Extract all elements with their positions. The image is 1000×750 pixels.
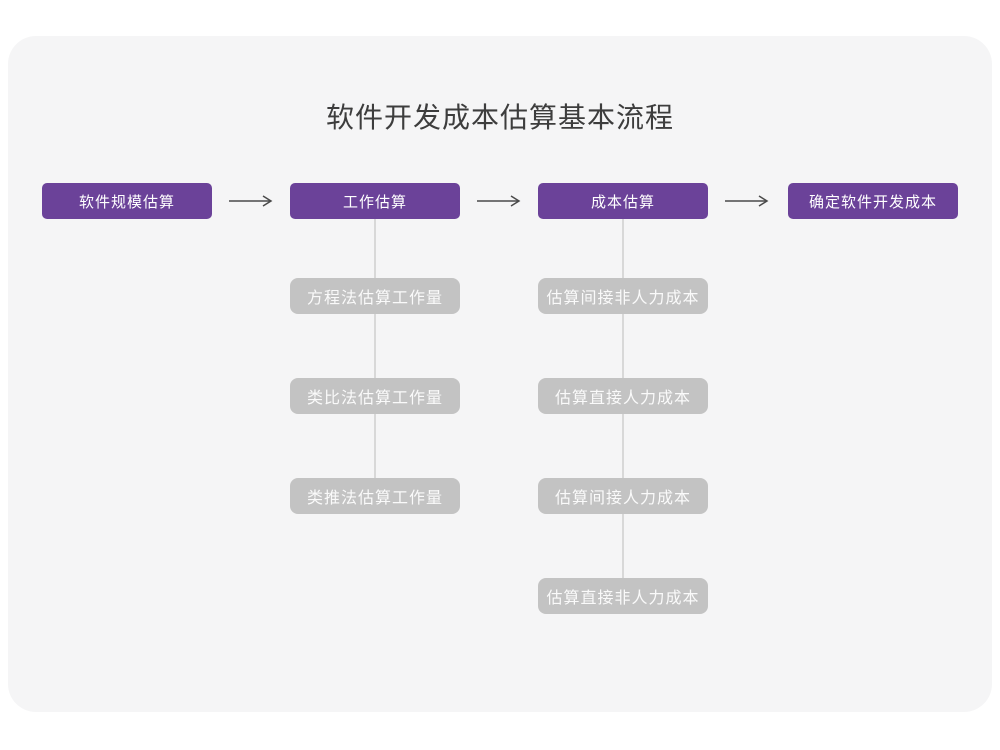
flow-step-determine-development-cost: 确定软件开发成本 (788, 183, 958, 219)
arrow-right-icon (477, 195, 521, 207)
connector-line-work (374, 218, 376, 496)
arrow-right-icon (725, 195, 769, 207)
page-title: 软件开发成本估算基本流程 (325, 102, 674, 133)
work-method-analogy: 类比法估算工作量 (290, 378, 460, 414)
work-method-extrapolation: 类推法估算工作量 (290, 478, 460, 514)
cost-item-indirect-labor: 估算间接人力成本 (538, 478, 708, 514)
cost-item-direct-non-labor: 估算直接非人力成本 (538, 578, 708, 614)
cost-item-indirect-non-labor: 估算间接非人力成本 (538, 278, 708, 314)
work-method-equation: 方程法估算工作量 (290, 278, 460, 314)
flow-step-software-scale-estimation: 软件规模估算 (42, 183, 212, 219)
diagram-card (8, 36, 992, 712)
arrow-right-icon (229, 195, 273, 207)
cost-item-direct-labor: 估算直接人力成本 (538, 378, 708, 414)
flow-step-work-estimation: 工作估算 (290, 183, 460, 219)
flow-step-cost-estimation: 成本估算 (538, 183, 708, 219)
